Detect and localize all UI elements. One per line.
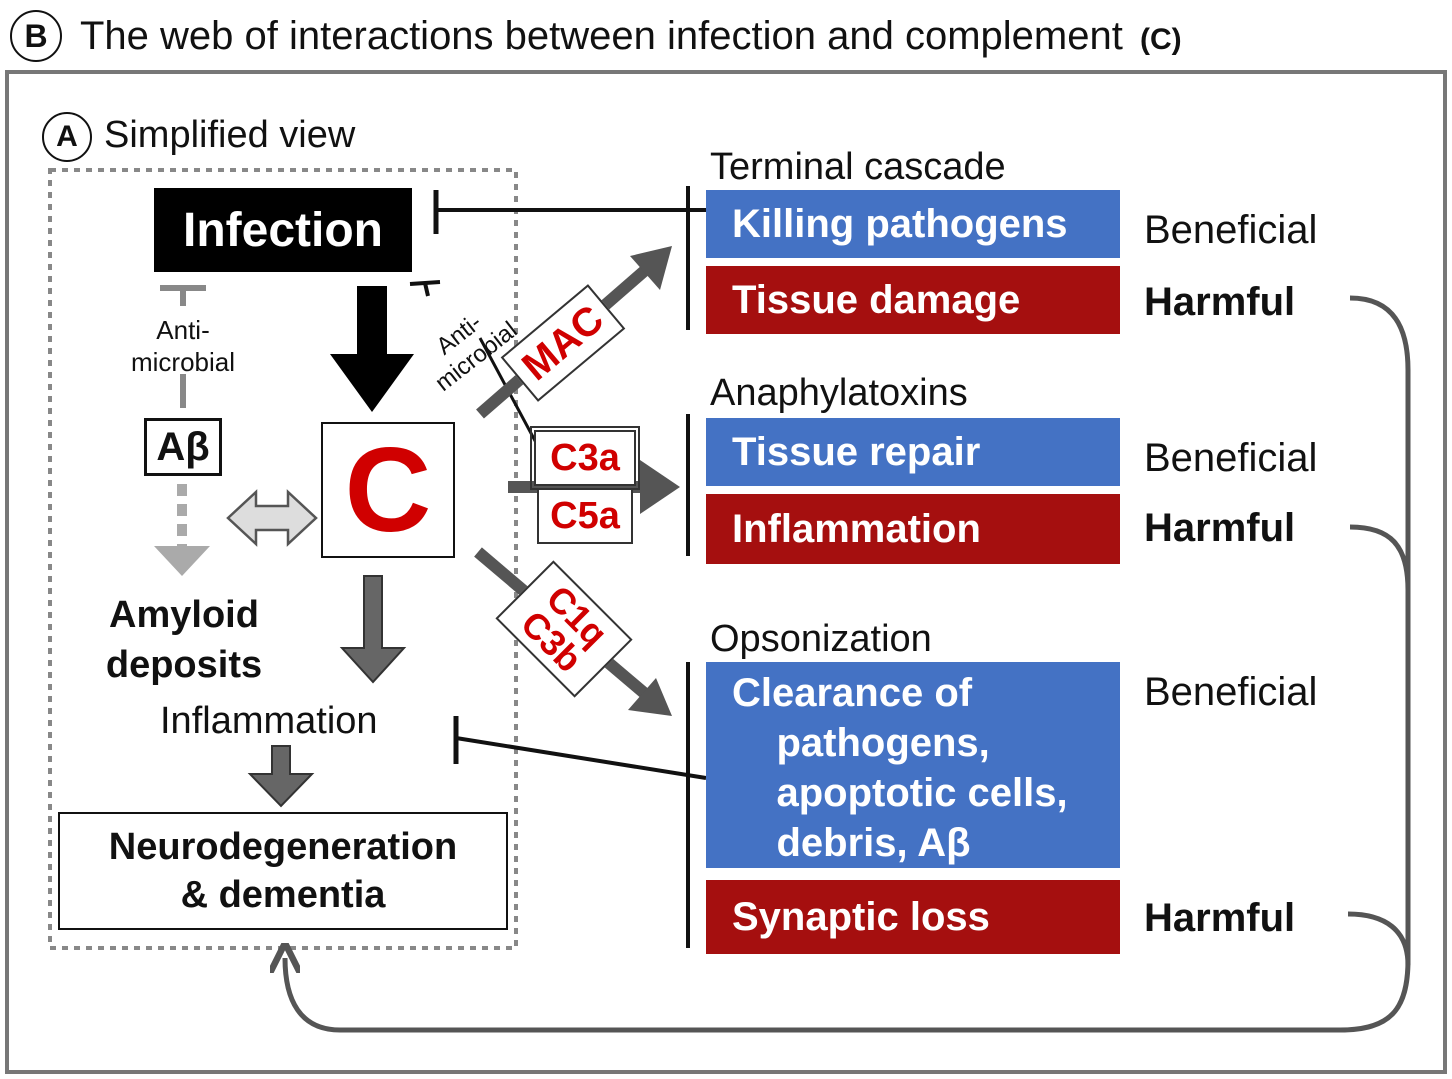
abeta-c-double-arrow (226, 489, 318, 547)
panel-b-title-text: The web of interactions between infectio… (80, 14, 1123, 58)
feedback-curve-1 (285, 295, 1411, 1033)
panel-b-frame (5, 70, 1447, 1074)
inflammation-to-neuro-arrow (247, 745, 315, 808)
clearance-box: Clearance of pathogens, apoptotic cells,… (706, 662, 1120, 868)
beneficial-label-3: Beneficial (1144, 670, 1318, 714)
opsonization-heading: Opsonization (710, 618, 932, 660)
infection-to-c-arrow (330, 286, 414, 412)
c3a-c5a-arrow-head (640, 460, 680, 514)
inflammation-left-label: Inflammation (160, 700, 378, 742)
abeta-to-amyloid-head (154, 546, 210, 576)
neurodegeneration-box: Neurodegeneration & dementia (58, 812, 508, 930)
harmful-label-2: Harmful (1144, 506, 1296, 550)
complement-box: C (321, 422, 455, 558)
killing-pathogens-box: Killing pathogens (706, 190, 1120, 258)
feedback-curve-3 (1347, 911, 1411, 966)
c1q-c3b-arrow-head (628, 678, 672, 716)
panel-b-title: The web of interactions between infectio… (80, 14, 1182, 59)
harmful-label-3: Harmful (1144, 896, 1296, 940)
panel-a-title: Simplified view (104, 114, 356, 156)
mac-arrow-head (630, 246, 672, 290)
tissue-repair-box: Tissue repair (706, 418, 1120, 486)
panel-a-badge: A (42, 112, 92, 162)
harmful-label-1: Harmful (1144, 280, 1296, 324)
c5a-label: C5a (537, 488, 633, 544)
feedback-curve-2 (1349, 524, 1411, 591)
infection-box: Infection (154, 188, 412, 272)
beneficial-label-1: Beneficial (1144, 208, 1318, 252)
inhibit-line-inflammation (455, 736, 707, 780)
antimicrobial-left-label: Anti- microbial (130, 315, 236, 377)
abeta-box: Aβ (144, 418, 222, 476)
c-to-inflammation-arrow (339, 575, 407, 684)
terminal-cascade-heading: Terminal cascade (710, 146, 1006, 188)
panel-b-badge: B (10, 10, 62, 62)
tissue-damage-box: Tissue damage (706, 266, 1120, 334)
amyloid-deposits-label: Amyloid deposits (105, 594, 263, 686)
antimicrobial-right-stem (423, 282, 430, 297)
c3a-label: C3a (530, 426, 640, 490)
beneficial-label-2: Beneficial (1144, 436, 1318, 480)
synaptic-loss-box: Synaptic loss (706, 880, 1120, 954)
anaphylatoxins-heading: Anaphylatoxins (710, 372, 968, 414)
panel-b-suffix: (C) (1139, 23, 1182, 56)
inflammation-box: Inflammation (706, 494, 1120, 564)
